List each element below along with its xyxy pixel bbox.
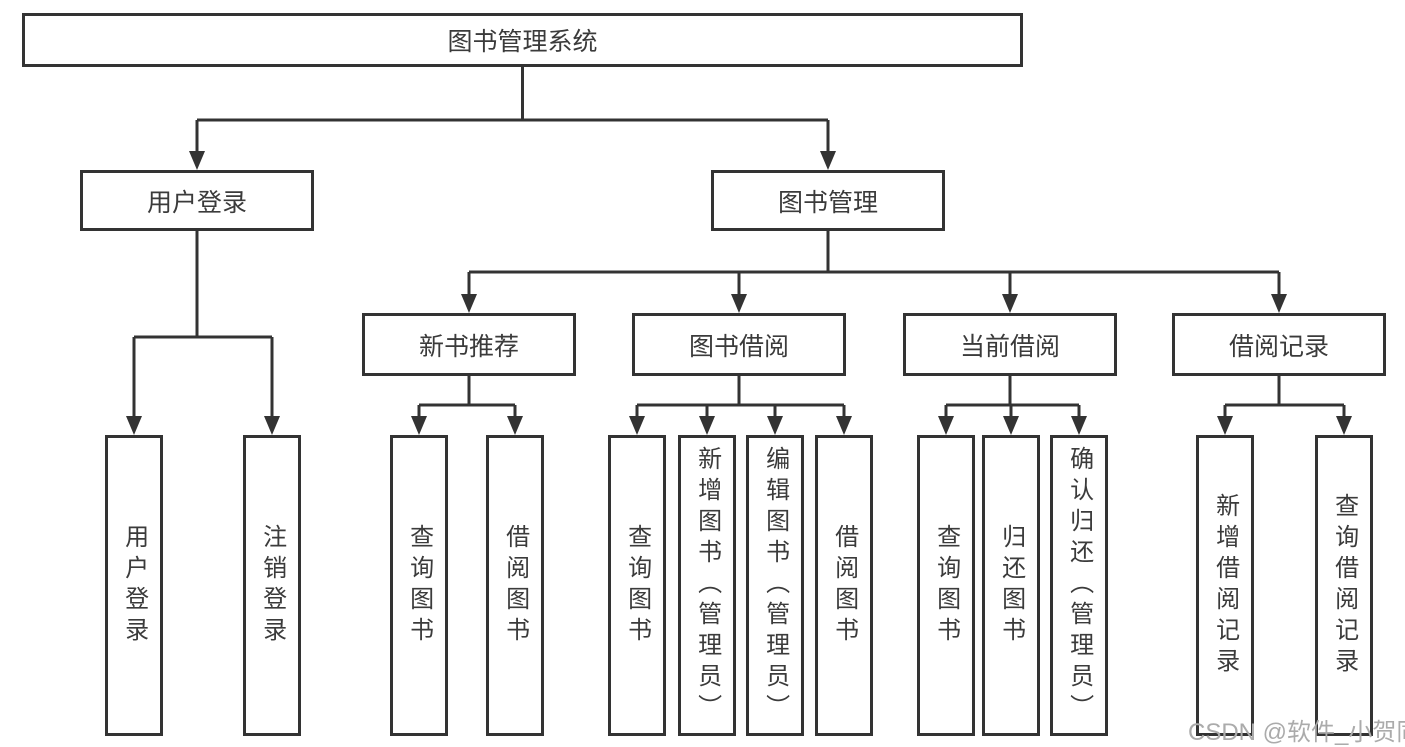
node-edit-book-admin: 编辑图书（管理员） <box>746 435 804 736</box>
node-user-login-action-label: 用户登录 <box>120 523 148 648</box>
node-borrow-books-borrowing: 借阅图书 <box>815 435 873 736</box>
arrow-down-icons <box>126 151 1352 435</box>
node-user-login: 用户登录 <box>80 170 314 231</box>
node-book-borrowing: 图书借阅 <box>632 313 846 376</box>
node-book-management: 图书管理 <box>711 170 945 231</box>
node-return-books: 归还图书 <box>982 435 1040 736</box>
node-add-book-admin: 新增图书（管理员） <box>678 435 736 736</box>
node-book-borrowing-label: 图书借阅 <box>688 332 789 361</box>
node-query-borrow-record: 查询借阅记录 <box>1315 435 1373 736</box>
node-borrowing-records-label: 借阅记录 <box>1228 332 1329 361</box>
node-user-login-action: 用户登录 <box>105 435 163 736</box>
node-current-borrowing-label: 当前借阅 <box>959 332 1060 361</box>
node-book-management-label: 图书管理 <box>777 188 878 217</box>
tree-branch-lines <box>132 67 1346 419</box>
node-return-books-label: 归还图书 <box>997 523 1025 648</box>
node-borrow-books-recommend: 借阅图书 <box>486 435 544 736</box>
node-logout: 注销登录 <box>243 435 301 736</box>
node-add-borrow-record-label: 新增借阅记录 <box>1211 492 1239 679</box>
node-user-login-label: 用户登录 <box>146 188 247 217</box>
node-confirm-return-admin-label: 确认归还（管理员） <box>1065 446 1093 725</box>
node-current-borrowing: 当前借阅 <box>903 313 1117 376</box>
node-query-books-current: 查询图书 <box>917 435 975 736</box>
node-library-system-label: 图书管理系统 <box>447 28 598 56</box>
node-edit-book-admin-label: 编辑图书（管理员） <box>761 446 789 725</box>
node-add-borrow-record: 新增借阅记录 <box>1196 435 1254 736</box>
node-add-book-admin-label: 新增图书（管理员） <box>693 446 721 725</box>
node-new-book-recommend-label: 新书推荐 <box>418 332 519 361</box>
node-query-books-current-label: 查询图书 <box>932 523 960 648</box>
node-borrow-books-borrowing-label: 借阅图书 <box>830 523 858 648</box>
node-library-system: 图书管理系统 <box>22 13 1023 67</box>
node-borrowing-records: 借阅记录 <box>1172 313 1386 376</box>
node-logout-label: 注销登录 <box>258 523 286 648</box>
node-borrow-books-recommend-label: 借阅图书 <box>501 523 529 648</box>
node-confirm-return-admin: 确认归还（管理员） <box>1050 435 1108 736</box>
node-query-books-borrowing: 查询图书 <box>608 435 666 736</box>
node-query-books-recommend: 查询图书 <box>390 435 448 736</box>
node-query-borrow-record-label: 查询借阅记录 <box>1330 492 1358 679</box>
node-query-books-borrowing-label: 查询图书 <box>623 523 651 648</box>
node-query-books-recommend-label: 查询图书 <box>405 523 433 648</box>
node-new-book-recommend: 新书推荐 <box>362 313 576 376</box>
csdn-watermark: CSDN @软件_小贺同学 <box>1188 719 1405 746</box>
